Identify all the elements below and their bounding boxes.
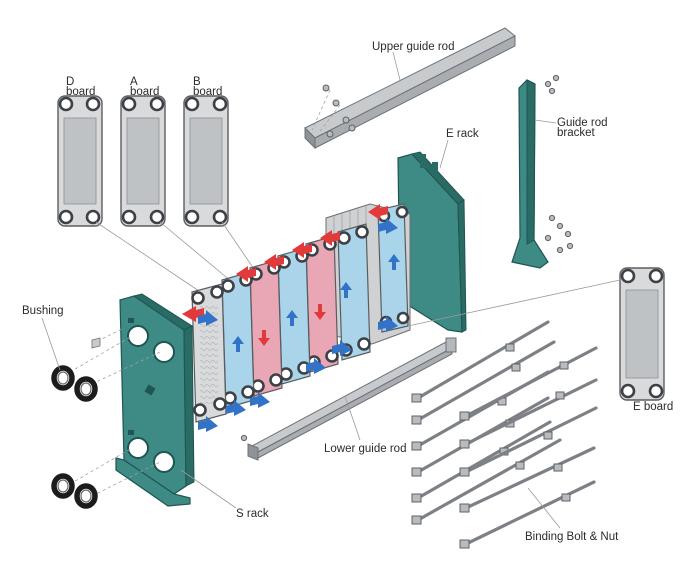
bolt-8	[459, 378, 598, 449]
bracket-leader	[534, 119, 557, 124]
bolt-1	[411, 320, 550, 403]
b-board-leader	[221, 221, 257, 273]
bolt-2	[411, 340, 556, 425]
upper-guide-rod	[304, 27, 516, 150]
d-board-plate	[57, 95, 103, 227]
channel-plate-6	[337, 223, 371, 361]
a-board-label-line2: board	[130, 86, 159, 98]
bolt-11	[459, 480, 596, 549]
bracket-label-line2: bracket	[557, 127, 596, 139]
channel-plate-1	[191, 283, 227, 423]
s-rack-frame	[115, 293, 195, 507]
bracket-label-line1: Guide rod	[557, 117, 608, 129]
lower-guide-rod-label: Lower guide rod	[324, 443, 406, 455]
a-board-leader	[159, 221, 233, 283]
a-board-plate	[120, 95, 166, 227]
upper-guide-rod-leader	[392, 51, 401, 81]
b-board-label-line1: B	[193, 76, 201, 88]
e-board-leader	[407, 279, 621, 327]
bushing-leader	[41, 317, 61, 371]
upper-rod-screws	[311, 84, 356, 138]
s-rack-label: S rack	[236, 508, 269, 520]
d-board-label-line1: D	[66, 76, 74, 88]
bolt-leader	[527, 487, 561, 529]
b-board-plate	[183, 95, 229, 227]
bolt-6	[411, 438, 562, 525]
d-board-label-line2: board	[66, 86, 95, 98]
e-board-label: E board	[633, 401, 673, 413]
b-board-label-line2: board	[193, 86, 222, 98]
binding-bolt-nut-label: Binding Bolt & Nut	[525, 531, 619, 543]
e-rack-frame	[397, 151, 467, 333]
a-board-label-line1: A	[130, 76, 138, 88]
bushing-set	[51, 365, 98, 509]
d-board-leader	[95, 221, 206, 296]
s-rack-leader	[180, 469, 237, 509]
bushing-guide-lines	[69, 327, 161, 497]
guide-rod-bracket	[511, 74, 574, 269]
e-board-plate	[619, 267, 665, 401]
bracket-screws	[544, 74, 574, 254]
bolt-10	[459, 446, 596, 513]
bolt-7	[459, 346, 598, 421]
e-rack-label: E rack	[446, 128, 479, 140]
lower-guide-rod	[240, 337, 457, 461]
upper-guide-rod-label: Upper guide rod	[372, 41, 454, 53]
lower-guide-rod-leader	[344, 395, 361, 441]
e-rack-leader	[439, 139, 449, 169]
bolt-9	[459, 406, 598, 477]
binding-bolts	[411, 320, 598, 549]
bushing-label: Bushing	[22, 305, 64, 317]
channel-plate-3	[249, 259, 283, 397]
